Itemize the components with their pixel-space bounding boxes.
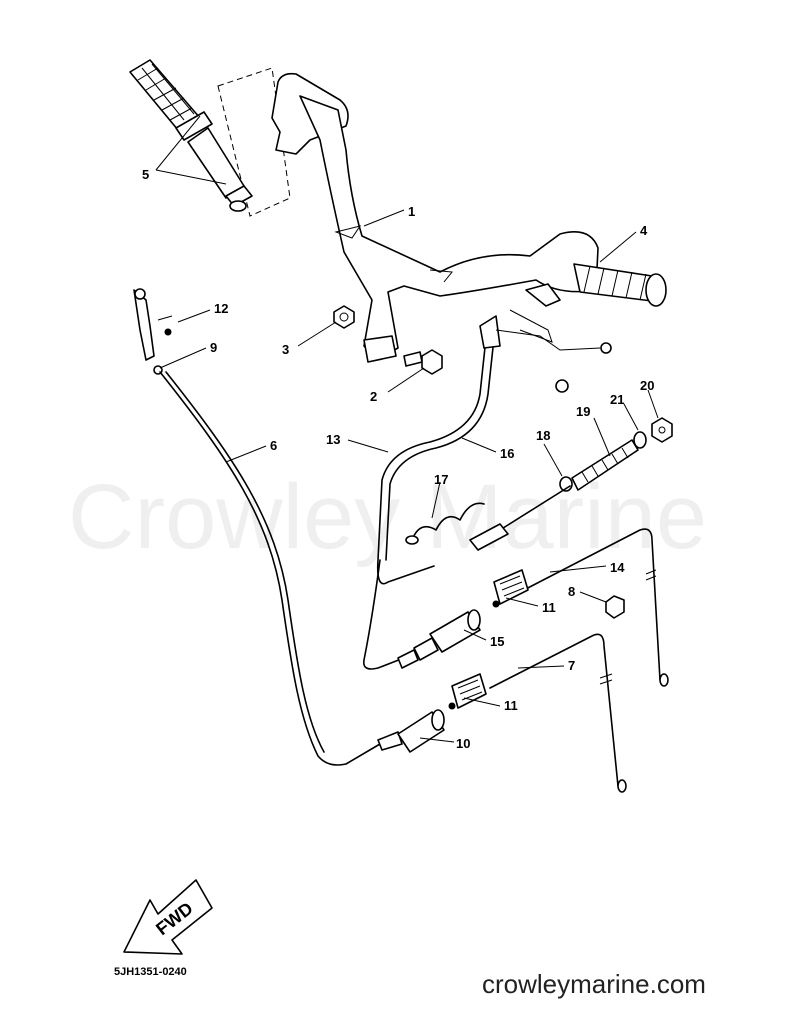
part-11-bracket-upper[interactable] xyxy=(492,569,529,608)
part-3-nut[interactable] xyxy=(333,305,355,329)
callout-8: 8 xyxy=(568,584,575,599)
part-14-cable[interactable] xyxy=(519,528,669,687)
part-8-nut[interactable] xyxy=(605,595,625,619)
callout-12: 12 xyxy=(214,301,228,316)
part-12-clip[interactable] xyxy=(157,315,173,336)
part-10-sleeve[interactable] xyxy=(397,709,445,753)
callout-13: 13 xyxy=(326,432,340,447)
callout-16: 16 xyxy=(500,446,514,461)
callout-19: 19 xyxy=(576,404,590,419)
part-19-rod[interactable] xyxy=(499,439,639,531)
callout-20: 20 xyxy=(640,378,654,393)
part-5-grip[interactable] xyxy=(129,59,291,217)
callout-7: 7 xyxy=(568,658,575,673)
callout-11-upper: 11 xyxy=(542,600,556,615)
part-21-washer[interactable] xyxy=(633,431,647,449)
callout-5: 5 xyxy=(142,167,149,182)
part-6-cable[interactable] xyxy=(159,371,403,766)
callout-18: 18 xyxy=(536,428,550,443)
part-4-throttle-grip[interactable] xyxy=(573,263,667,307)
callout-1: 1 xyxy=(408,204,415,219)
callout-10: 10 xyxy=(456,736,470,751)
part-20-nut[interactable] xyxy=(651,417,673,443)
part-13-16-cable[interactable] xyxy=(362,315,612,670)
part-9-joint[interactable] xyxy=(133,288,163,375)
callout-6: 6 xyxy=(270,438,277,453)
callout-21: 21 xyxy=(610,392,624,407)
part-15-sleeve[interactable] xyxy=(397,609,481,669)
callout-11-lower: 11 xyxy=(504,698,518,713)
callout-3: 3 xyxy=(282,342,289,357)
cable-end-fitting xyxy=(469,523,509,551)
drawing-code: 5JH1351-0240 xyxy=(114,966,187,978)
leader-lines xyxy=(155,115,659,743)
callout-9: 9 xyxy=(210,340,217,355)
part-11-bracket-lower[interactable] xyxy=(448,673,487,710)
fwd-arrow-icon: FWD xyxy=(123,879,213,955)
part-1-tiller-handle[interactable] xyxy=(271,72,599,363)
part-17-wire-clip[interactable] xyxy=(405,502,485,545)
part-2-bolt[interactable] xyxy=(403,349,443,375)
callout-17: 17 xyxy=(434,472,448,487)
callout-4: 4 xyxy=(640,223,648,238)
callout-14: 14 xyxy=(610,560,625,575)
callouts: 1 2 3 4 5 6 7 8 9 10 11 11 12 13 14 15 1… xyxy=(142,167,654,751)
callout-15: 15 xyxy=(490,634,504,649)
callout-2: 2 xyxy=(370,389,377,404)
site-url: crowleymarine.com xyxy=(482,969,706,999)
part-7-cable[interactable] xyxy=(489,633,627,793)
